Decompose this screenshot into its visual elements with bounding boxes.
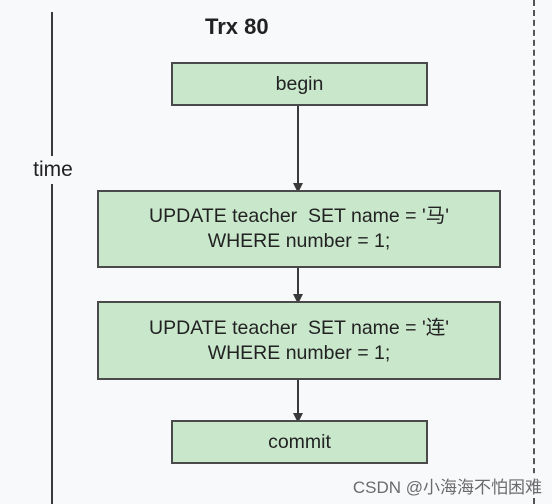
step-commit-text: commit xyxy=(268,430,331,453)
time-axis-label: time xyxy=(22,156,84,184)
timeline-axis xyxy=(51,12,53,504)
step-update-2-line-1: UPDATE teacher SET name = '连' xyxy=(149,316,449,339)
step-begin: begin xyxy=(171,62,428,106)
step-update-1-line-2: WHERE number = 1; xyxy=(207,230,391,252)
transaction-title: Trx 80 xyxy=(205,14,269,39)
step-update-1-line-1: UPDATE teacher SET name = '马' xyxy=(149,205,449,227)
step-update-1: UPDATE teacher SET name = '马' WHERE numb… xyxy=(97,190,501,268)
watermark: CSDN @小海海不怕困难 xyxy=(350,473,544,498)
step-begin-text: begin xyxy=(275,72,324,95)
step-update-2-line-2: WHERE number = 1; xyxy=(207,341,391,364)
step-commit: commit xyxy=(171,420,428,464)
step-update-2: UPDATE teacher SET name = '连' WHERE numb… xyxy=(97,301,501,380)
dashed-separator xyxy=(533,0,535,504)
